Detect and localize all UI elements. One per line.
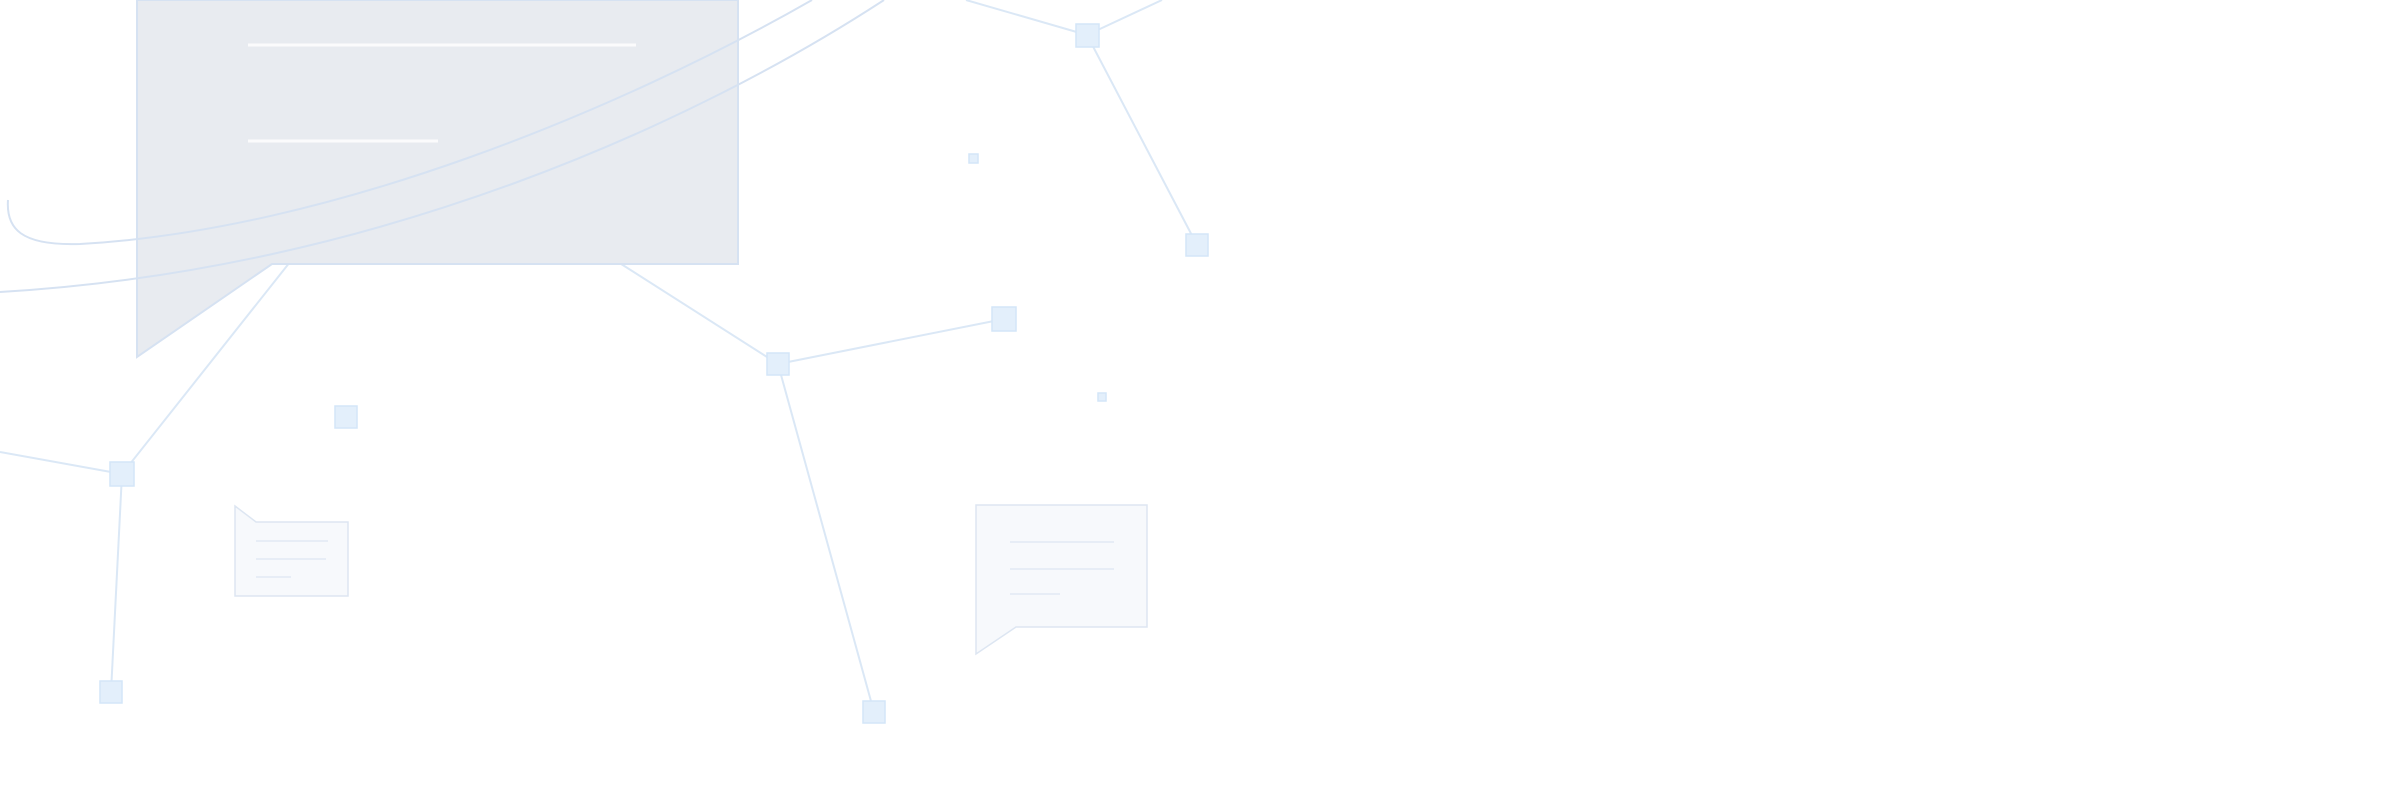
network-link (777, 363, 875, 713)
network-links (0, 0, 1198, 713)
network-node-icon (862, 700, 886, 724)
orbit-curve-icon (0, 0, 885, 293)
medium-speech-bubble-body (975, 504, 1148, 656)
orbit-curve (0, 0, 885, 293)
network-node-icon (766, 352, 790, 376)
network-node-small-icon (968, 153, 979, 164)
network-node-icon (1185, 233, 1209, 257)
small-document-card-icon (234, 504, 349, 597)
large-speech-bubble-icon (136, 0, 739, 359)
network-link (0, 451, 123, 475)
small-document-card-body (234, 504, 349, 597)
network-link (110, 473, 123, 693)
orbit-curve (6, 0, 813, 246)
network-node-icon (1075, 23, 1100, 48)
network-node-icon (109, 461, 135, 487)
network-link (617, 261, 779, 365)
network-link (965, 0, 1088, 36)
network-link (1086, 34, 1198, 246)
network-node-icon (991, 306, 1017, 332)
large-speech-bubble-body (136, 0, 739, 359)
network-link (777, 318, 1005, 365)
network-link (121, 261, 291, 475)
network-node-icon (99, 680, 123, 704)
network-node-icon (334, 405, 358, 429)
network-node-small-icon (1097, 392, 1107, 402)
network-nodes (99, 23, 1209, 724)
medium-speech-bubble-icon (975, 504, 1148, 656)
